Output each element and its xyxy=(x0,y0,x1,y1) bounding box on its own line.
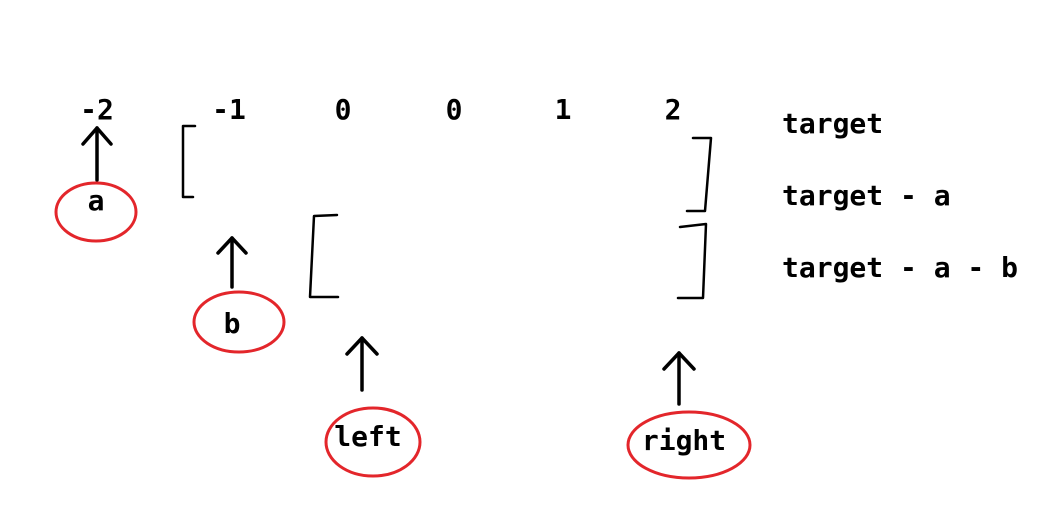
array-value-1: -1 xyxy=(212,93,246,126)
array-value-2: 0 xyxy=(334,93,352,126)
pointer-label-a: a xyxy=(87,184,105,217)
arrow-a-icon xyxy=(81,126,113,182)
pointer-label-left: left xyxy=(334,420,402,453)
pointer-label-right: right xyxy=(641,424,727,457)
pointer-label-b: b xyxy=(223,307,241,340)
arrow-b-icon xyxy=(216,236,248,289)
circle-left xyxy=(324,406,422,478)
expression-target-minus-a-minus-b: target - a - b xyxy=(782,251,1019,284)
circle-a xyxy=(54,181,138,243)
close-bracket-range-1 xyxy=(685,136,713,213)
expression-target-minus-a: target - a xyxy=(782,179,951,212)
array-value-4: 1 xyxy=(554,93,572,126)
circle-right xyxy=(626,410,752,480)
arrow-right-icon xyxy=(662,351,696,406)
arrow-left-icon xyxy=(345,336,379,392)
open-bracket-range-2 xyxy=(308,213,340,299)
array-value-3: 0 xyxy=(445,93,463,126)
circle-b xyxy=(192,290,286,354)
array-value-5: 2 xyxy=(664,93,682,126)
open-bracket-range-1 xyxy=(181,124,197,199)
expression-target: target xyxy=(782,107,884,140)
array-value-0: -2 xyxy=(80,93,114,126)
close-bracket-range-2 xyxy=(676,222,708,300)
